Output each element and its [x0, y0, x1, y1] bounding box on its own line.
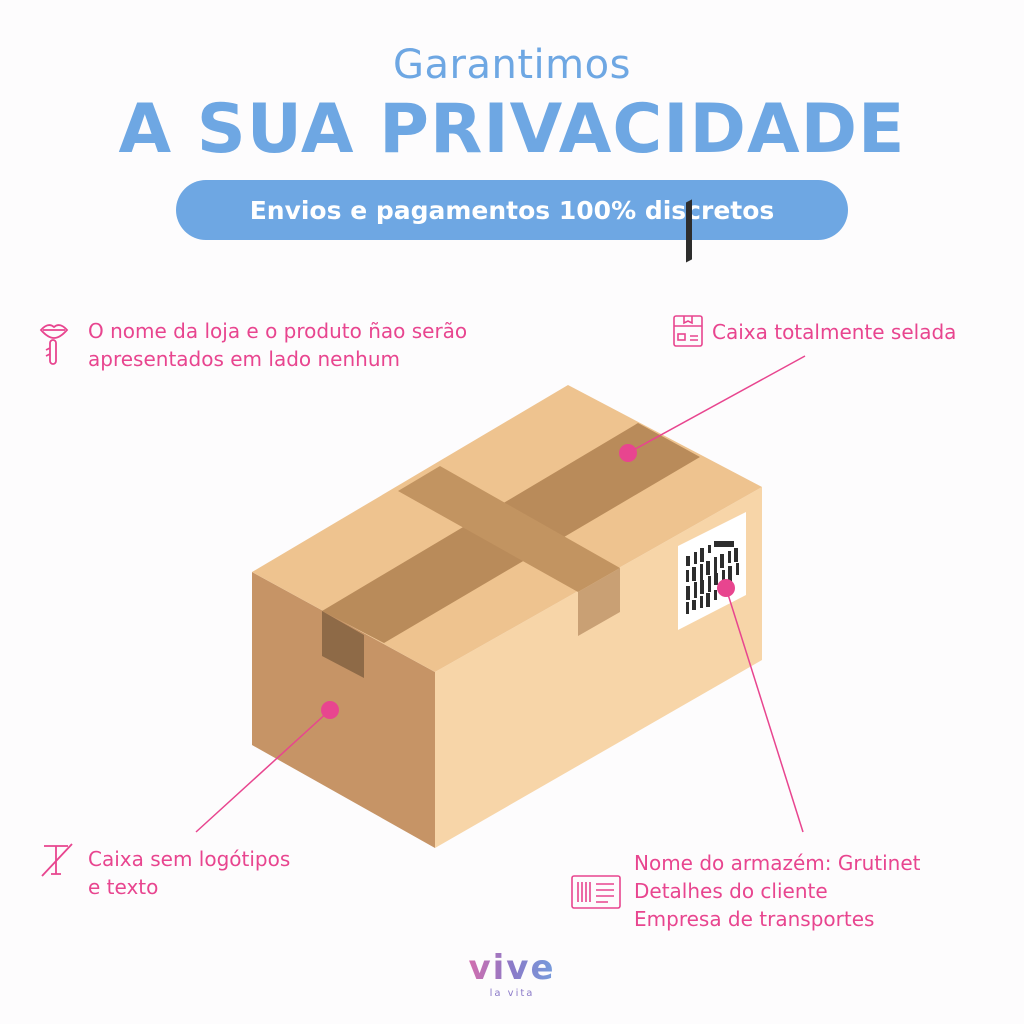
dot-label	[717, 579, 735, 597]
callout-label-details: Nome do armazém: Grutinet Detalhes do cl…	[634, 849, 921, 933]
callout-label-line1: Nome do armazém: Grutinet	[634, 851, 921, 875]
connector-bottom-left	[195, 709, 331, 833]
callout-no-logos: Caixa sem logótipos e texto	[88, 845, 290, 901]
shipping-label-icon	[571, 875, 621, 909]
callout-label-line3: Empresa de transportes	[634, 907, 875, 931]
logo-wordmark: vive	[455, 948, 569, 988]
callout-store-name-line1: O nome da loja e o produto ñao serão	[88, 319, 468, 343]
connector-top-right	[627, 355, 806, 454]
callout-store-name-line2: apresentados em lado nenhum	[88, 347, 400, 371]
no-text-icon	[41, 843, 73, 877]
tape-right-drop	[578, 568, 620, 636]
callout-store-name: O nome da loja e o produto ñao serão apr…	[88, 317, 467, 373]
lips-silence-icon	[39, 324, 69, 365]
dot-side	[321, 701, 339, 719]
page-title: A SUA PRIVACIDADE	[118, 90, 906, 169]
subtitle-pill: Envios e pagamentos 100% discretos	[176, 180, 848, 240]
connector-dots	[321, 444, 735, 719]
logo-tagline: la vita	[489, 988, 535, 999]
dot-seal	[619, 444, 637, 462]
connector-lines	[195, 355, 806, 833]
callout-no-logos-line2: e texto	[88, 875, 159, 899]
label-barcode	[686, 199, 692, 263]
callout-sealed: Caixa totalmente selada	[712, 320, 957, 344]
callout-no-logos-line1: Caixa sem logótipos	[88, 847, 291, 871]
sealed-box-icon	[673, 315, 703, 347]
tape-cross-top	[398, 466, 620, 592]
label-marks	[686, 541, 739, 614]
box-left-face	[252, 572, 435, 848]
callout-label-line2: Detalhes do cliente	[634, 879, 828, 903]
header-kicker: Garantimos	[393, 42, 631, 88]
brand-logo: vive la vita	[455, 948, 569, 999]
tape-left-drop	[322, 611, 364, 678]
connector-bottom-right	[725, 587, 804, 833]
